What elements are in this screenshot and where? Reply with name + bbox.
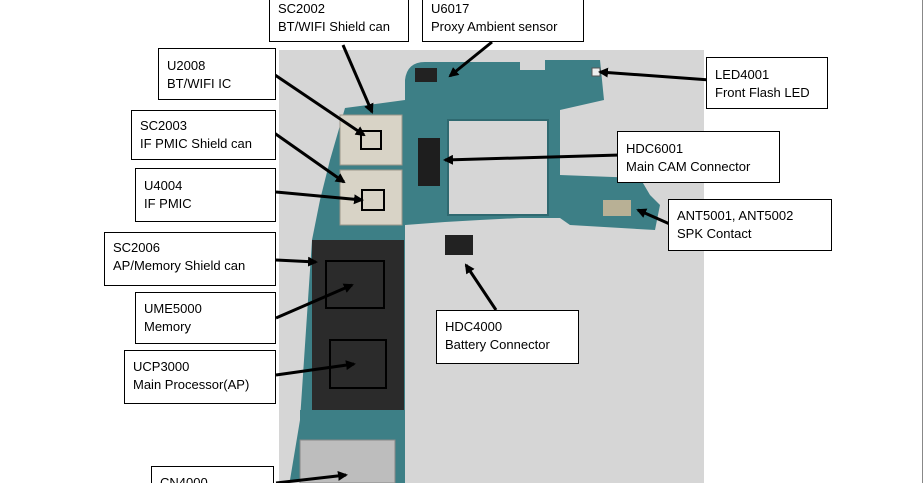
label-sc2002-line1: SC2002 [278,1,325,16]
battery-connector-component [445,235,473,255]
label-led4001-line2: Front Flash LED [715,85,810,100]
label-led4001: LED4001 Front Flash LED [706,57,828,109]
spk-contact-component [603,200,631,216]
highlight-u2008 [360,130,382,150]
arrow-u6017 [448,40,493,78]
label-sc2003: SC2003 IF PMIC Shield can [131,110,276,160]
arrow-cn4000 [275,470,348,483]
arrow-sc2006 [275,256,318,267]
label-hdc4000: HDC4000 Battery Connector [436,310,579,364]
label-hdc4000-line2: Battery Connector [445,337,550,352]
label-sc2003-line1: SC2003 [140,118,187,133]
cam-connector-component [418,138,440,186]
arrow-ucp3000 [275,360,356,377]
label-u4004-line2: IF PMIC [144,196,192,211]
arrow-hdc6001 [443,153,621,165]
arrow-u4004 [275,190,364,205]
label-u2008: U2008 BT/WIFI IC [158,48,276,100]
arrow-ant5001 [636,208,673,227]
label-cn4000: CN4000 [151,466,274,483]
label-hdc4000-line1: HDC4000 [445,319,503,334]
label-ucp3000-line2: Main Processor(AP) [133,377,250,392]
label-hdc6001-line1: HDC6001 [626,141,684,156]
front-flash-led-component [591,67,601,77]
arrow-sc2003 [269,128,346,184]
proxy-sensor-component [415,68,437,82]
label-ucp3000-line1: UCP3000 [133,359,190,374]
label-sc2002: SC2002 BT/WIFI Shield can [269,0,409,42]
label-ant5001: ANT5001, ANT5002 SPK Contact [668,199,832,251]
arrow-u2008 [274,73,366,137]
label-sc2006-line2: AP/Memory Shield can [113,258,246,273]
label-led4001-line1: LED4001 [715,67,770,82]
highlight-ume5000 [325,260,385,309]
label-ucp3000: UCP3000 Main Processor(AP) [124,350,276,404]
label-ume5000: UME5000 Memory [135,292,276,344]
label-ant5001-line2: SPK Contact [677,226,752,241]
label-u2008-line1: U2008 [167,58,206,73]
label-cn4000-line1: CN4000 [160,475,208,483]
highlight-ucp3000 [329,339,387,389]
sim-tray-connector [299,439,396,483]
arrow-sc2002 [341,44,374,114]
arrow-led4001 [598,67,711,82]
label-u4004-line1: U4004 [144,178,183,193]
arrow-hdc4000 [464,263,498,311]
label-u6017: U6017 Proxy Ambient sensor [422,0,584,42]
callout-arrows [269,40,711,483]
label-ume5000-line2: Memory [144,319,191,334]
label-sc2006: SC2006 AP/Memory Shield can [104,232,276,286]
label-u4004: U4004 IF PMIC [135,168,276,222]
label-sc2006-line1: SC2006 [113,240,160,255]
label-ant5001-line1: ANT5001, ANT5002 [677,208,794,223]
ap-memory-shield-can [312,240,404,410]
label-hdc6001: HDC6001 Main CAM Connector [617,131,780,183]
arrow-ume5000 [275,283,354,320]
label-u6017-line2: Proxy Ambient sensor [431,19,558,34]
label-u2008-line2: BT/WIFI IC [167,76,232,91]
label-sc2002-line2: BT/WIFI Shield can [278,19,390,34]
label-ume5000-line1: UME5000 [144,301,202,316]
label-sc2003-line2: IF PMIC Shield can [140,136,252,151]
label-hdc6001-line2: Main CAM Connector [626,159,751,174]
label-u6017-line1: U6017 [431,1,470,16]
wifi-shield-can [339,114,403,166]
